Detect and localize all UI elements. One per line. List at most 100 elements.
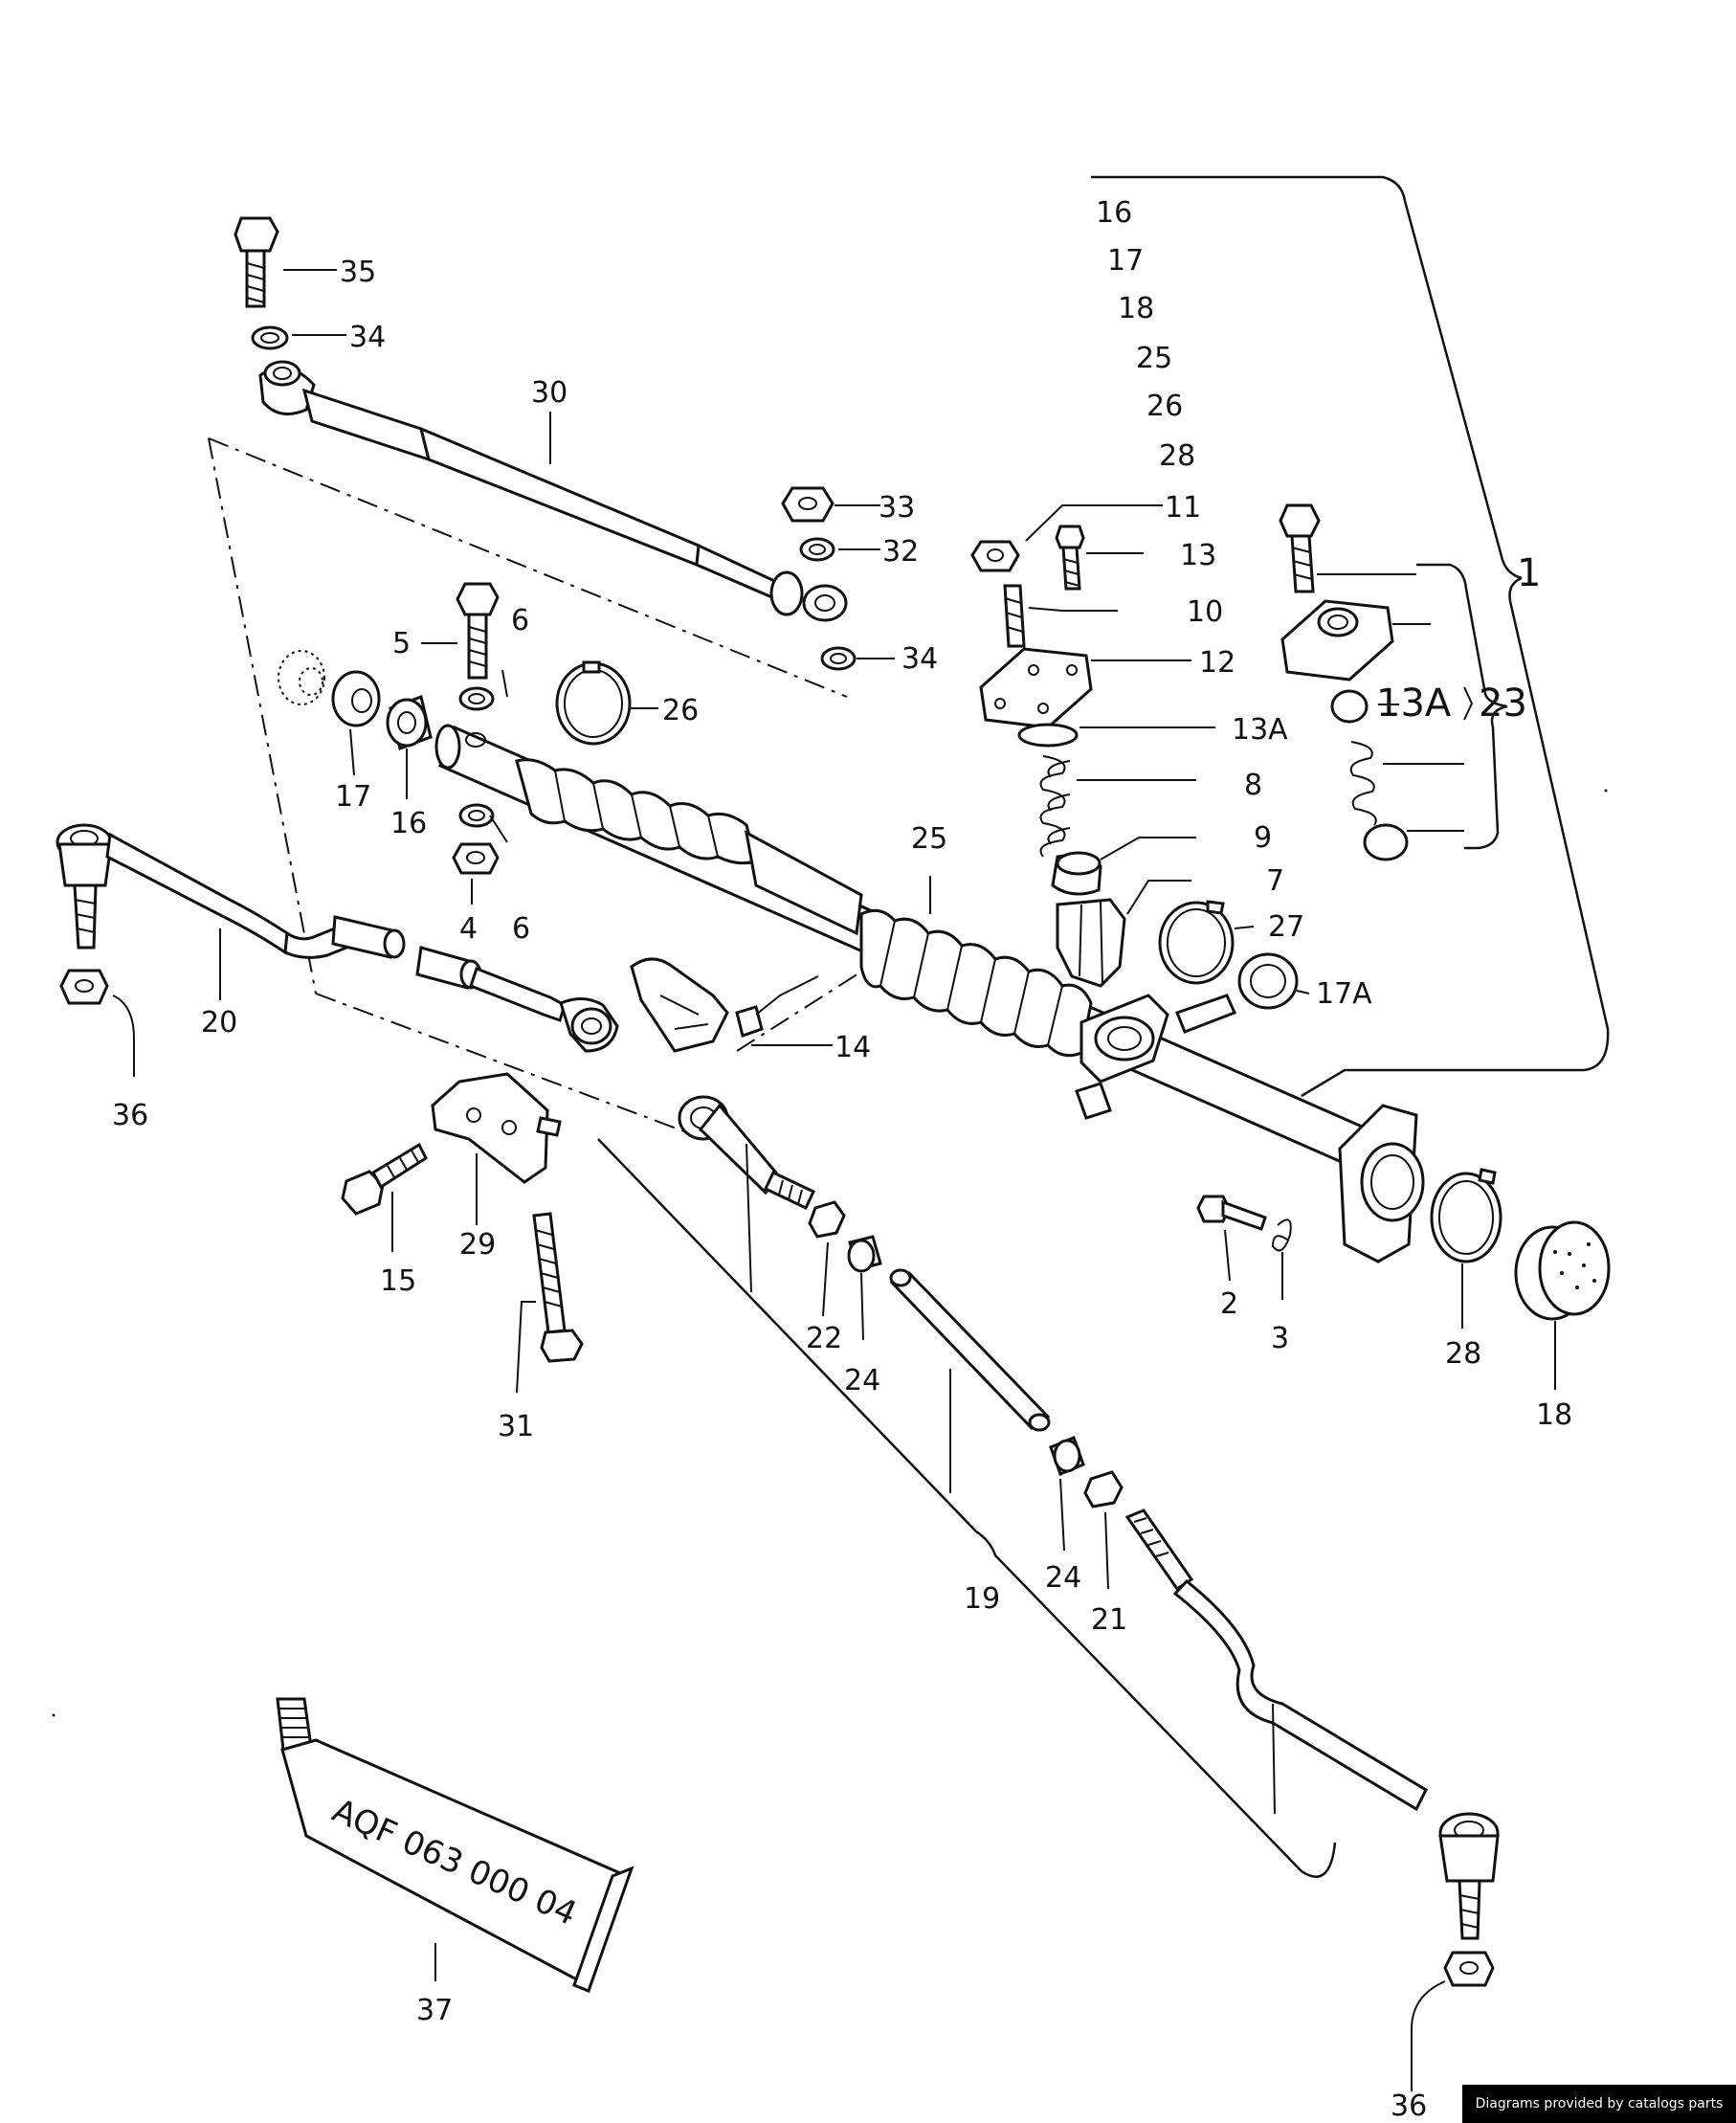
callout-35: 35 — [340, 256, 376, 289]
spring-8 — [1039, 755, 1071, 858]
callout-15: 15 — [380, 1264, 416, 1298]
tube-19 — [889, 1268, 1051, 1432]
callout-19: 19 — [964, 1582, 1000, 1616]
nut-4 — [452, 842, 500, 875]
bolt-13 — [1055, 525, 1085, 591]
speck — [1604, 789, 1608, 793]
bracket-29 — [431, 1072, 562, 1184]
callout-36-left: 36 — [112, 1099, 148, 1132]
washer-6-top — [458, 686, 495, 711]
lock-plate-3 — [1271, 1218, 1292, 1252]
callout-5: 5 — [392, 627, 411, 660]
bushing-16 — [386, 694, 433, 751]
clamp-27 — [1158, 900, 1235, 985]
callout-13A-b: 13A — [1376, 682, 1452, 726]
callout-2: 2 — [1220, 1287, 1238, 1321]
callout-6-top: 6 — [511, 604, 529, 637]
bracket-group-1 — [1091, 175, 1610, 1098]
callout-13: 13 — [1180, 539, 1216, 572]
nut-11 — [970, 540, 1020, 572]
inner-tie-rod — [331, 915, 619, 1053]
bolt-35 — [234, 216, 279, 308]
callout-18-top: 18 — [1118, 292, 1154, 325]
callout-23: 23 — [1479, 682, 1527, 726]
tie-rod-right — [1124, 1508, 1500, 1940]
callout-17: 17 — [335, 780, 371, 814]
washer-32 — [799, 537, 835, 562]
callout-20: 20 — [201, 1006, 237, 1039]
nut-22 — [808, 1200, 846, 1239]
bolt-15 — [341, 1142, 428, 1216]
callout-13A: 13A — [1232, 713, 1288, 747]
leader-lines — [112, 269, 1556, 2091]
bracket-14 — [630, 957, 819, 1053]
clamp-26 — [555, 660, 632, 746]
callout-27: 27 — [1268, 910, 1304, 944]
tie-rod-inner-end — [678, 1095, 815, 1211]
speck — [52, 1713, 56, 1717]
o-ring-13A-b — [1330, 689, 1369, 724]
callout-8: 8 — [1244, 769, 1262, 802]
bushing-17 — [331, 670, 381, 727]
tie-rod-20 — [56, 823, 349, 959]
callout-18: 18 — [1536, 1398, 1572, 1432]
bracket-19 — [597, 1138, 1337, 1878]
piston-23 — [1363, 823, 1409, 861]
bracket-group-23 — [1416, 563, 1508, 850]
grease-tube-37: AQF 063 000 04 — [276, 1697, 634, 1993]
callout-6-lower: 6 — [512, 912, 530, 946]
nut-33 — [781, 486, 835, 523]
seal-17A — [1237, 952, 1299, 1010]
callout-32: 32 — [882, 535, 919, 569]
callout-17-top: 17 — [1107, 244, 1144, 278]
credit-banner: Diagrams provided by catalogs parts — [1462, 2085, 1736, 2123]
callout-16: 16 — [390, 807, 427, 840]
callout-28: 28 — [1445, 1337, 1481, 1371]
callout-7: 7 — [1266, 864, 1284, 898]
callout-37: 37 — [416, 1994, 453, 2027]
clamp-28 — [1430, 1168, 1502, 1263]
guide-7 — [1056, 898, 1126, 988]
nut-36-right — [1443, 1951, 1495, 1987]
callout-14: 14 — [835, 1031, 871, 1064]
brace-13A-23 — [1463, 686, 1474, 721]
callout-25-top: 25 — [1136, 342, 1172, 375]
callout-33: 33 — [879, 491, 915, 525]
callout-22: 22 — [806, 1322, 842, 1355]
bushing-17-dotted — [278, 650, 325, 705]
callout-31: 31 — [498, 1410, 534, 1443]
sleeve-24-upper — [847, 1235, 882, 1273]
washer-34-lower — [820, 646, 857, 671]
callout-labels: 16 17 18 25 26 28 11 13 10 12 13A 8 9 7 … — [112, 196, 1572, 2123]
callout-26-top: 26 — [1146, 390, 1183, 423]
callout-24-lower: 24 — [1045, 1561, 1081, 1595]
spring-23 — [1349, 741, 1377, 826]
callout-10: 10 — [1187, 595, 1223, 629]
cap-18 — [1514, 1220, 1611, 1321]
washer-34-top — [251, 325, 289, 350]
bolt-23 — [1279, 503, 1321, 593]
callout-30: 30 — [531, 376, 568, 410]
sleeve-24-lower — [1049, 1436, 1085, 1476]
callout-1: 1 — [1517, 551, 1541, 595]
callout-17A: 17A — [1316, 977, 1372, 1011]
callout-16-top: 16 — [1096, 196, 1132, 230]
thrust-piece-9 — [1051, 851, 1102, 896]
callout-29: 29 — [459, 1228, 496, 1262]
callout-28-top: 28 — [1159, 439, 1195, 473]
stud-10 — [1003, 584, 1026, 648]
callout-25: 25 — [911, 822, 947, 856]
bolt-5 — [456, 582, 500, 680]
bolt-2 — [1196, 1195, 1267, 1231]
callout-34-lower: 34 — [901, 642, 938, 676]
nut-21 — [1083, 1470, 1124, 1508]
callout-12: 12 — [1199, 646, 1235, 680]
steering-rack — [434, 724, 1425, 1263]
callout-3: 3 — [1271, 1322, 1289, 1355]
washer-6-lower — [458, 803, 495, 828]
cover-plate-12 — [979, 647, 1093, 729]
callout-11: 11 — [1165, 491, 1201, 525]
steering-damper — [258, 360, 848, 622]
callout-9: 9 — [1254, 821, 1272, 855]
